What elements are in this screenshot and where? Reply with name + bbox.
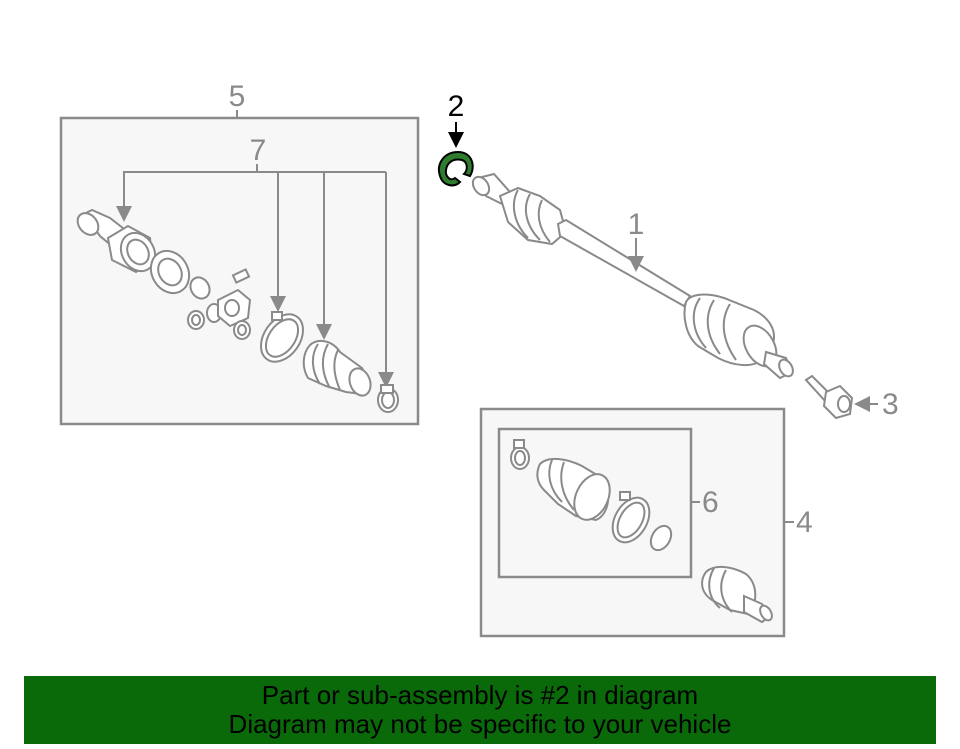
callout-7[interactable]: 7 [250, 134, 267, 167]
callout-7-leaders [116, 164, 394, 388]
banner-line-1: Part or sub-assembly is #2 in diagram [261, 680, 699, 710]
banner-line-2: Diagram may not be specific to your vehi… [228, 709, 732, 739]
inner-joint-kit-box: 5 7 [59, 80, 420, 426]
inner-joint-housing [76, 208, 157, 274]
tripod-spider [149, 249, 252, 340]
callout-6[interactable]: 6 [702, 486, 719, 519]
callout-4[interactable]: 4 [796, 506, 813, 539]
small-boot-clamp [377, 384, 399, 413]
large-boot-clamp [260, 311, 304, 363]
callout-3[interactable]: 3 [882, 388, 899, 421]
callout-2[interactable]: 2 [448, 90, 465, 123]
circlip-part-2[interactable]: 2 [438, 90, 474, 187]
parts-diagram: 5 7 [59, 80, 899, 638]
callout-1[interactable]: 1 [628, 208, 645, 241]
inner-boot [302, 339, 372, 397]
outer-joint-box: 4 6 [479, 407, 813, 638]
drive-shaft-part-1: 1 [471, 172, 794, 380]
outer-cv-joint [701, 566, 773, 624]
bolt-part-3: 3 [804, 374, 899, 421]
info-banner: Part or sub-assembly is #2 in diagram Di… [24, 676, 936, 744]
outer-boot [536, 458, 611, 522]
outer-small-clamp [510, 439, 530, 470]
callout-5[interactable]: 5 [229, 80, 246, 113]
outer-large-clamp [611, 491, 651, 544]
outer-snap-ring [649, 524, 673, 552]
